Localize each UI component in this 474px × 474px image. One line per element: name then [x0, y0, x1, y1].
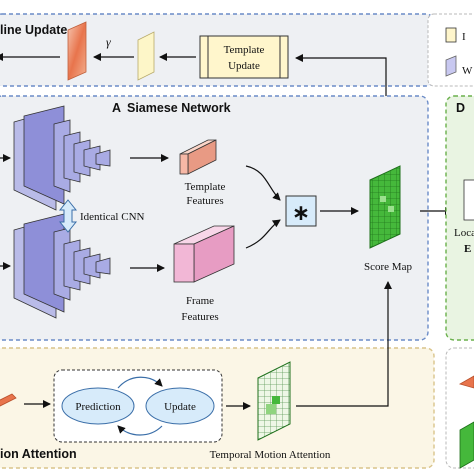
arrow-template-to-correlation — [245, 165, 281, 201]
identical-cnn-label: Identical CNN — [80, 211, 145, 223]
template-update-block: Template Update — [199, 35, 289, 79]
prediction-update-box: Prediction Update — [53, 369, 223, 443]
siamese-title: Siamese Network — [127, 101, 231, 115]
frame-features-line1: Frame — [186, 295, 214, 307]
score-map — [369, 165, 401, 249]
bottom-right-panel — [445, 347, 474, 469]
correlation-symbol: ∗ — [292, 201, 310, 226]
frame-features-block — [173, 225, 235, 283]
arrow-attention-to-score — [296, 281, 392, 407]
right-panel-text-1: Loca — [454, 227, 474, 239]
siamese-letter: A — [112, 101, 121, 115]
temporal-motion-attention-label: Temporal Motion Attention — [210, 449, 331, 461]
template-patch — [137, 31, 155, 81]
motion-attention-title: ion Attention — [0, 447, 77, 461]
legend-swatch-2 — [445, 55, 457, 77]
template-features-line1: Template — [185, 181, 226, 193]
motion-attention-panel: ion Attention Prediction Update Temporal… — [0, 281, 435, 469]
update-label: Update — [164, 401, 196, 413]
temporal-motion-attention-map — [257, 361, 291, 441]
motion-input-patch — [0, 393, 17, 407]
online-update-title: line Update — [0, 23, 67, 37]
identical-cnn-arrow — [58, 199, 78, 233]
bottom-right-patch-2 — [459, 421, 474, 469]
gamma-symbol: γ — [106, 35, 111, 49]
template-features-block — [179, 139, 217, 175]
prediction-label: Prediction — [75, 401, 121, 413]
right-panel-letter: D — [456, 101, 465, 115]
upper-cnn — [13, 105, 111, 211]
arrow-frame-to-correlation — [245, 219, 281, 249]
siamese-network-panel: A Siamese Network Identical C — [0, 95, 453, 341]
loop-arrow-bottom — [117, 425, 163, 436]
bottom-right-patch-1 — [458, 375, 474, 389]
template-features-line2: Features — [186, 195, 223, 207]
template-update-line1: Template — [224, 44, 265, 56]
correlation-block: ∗ — [285, 195, 317, 227]
right-panel-block — [463, 179, 474, 221]
lower-cnn — [13, 213, 111, 319]
frame-features-line2: Features — [181, 311, 218, 323]
updated-template-heatmap — [67, 21, 87, 81]
loop-arrow-top — [117, 376, 163, 389]
template-update-line2: Update — [228, 60, 260, 72]
legend-item-2: W — [462, 65, 473, 77]
right-panel: D Loca E — [445, 95, 474, 341]
right-panel-text-2: E — [464, 243, 471, 255]
legend: I W — [427, 13, 474, 87]
legend-item-1: I — [462, 31, 466, 43]
score-map-label: Score Map — [364, 261, 412, 273]
legend-swatch-1 — [445, 27, 457, 43]
